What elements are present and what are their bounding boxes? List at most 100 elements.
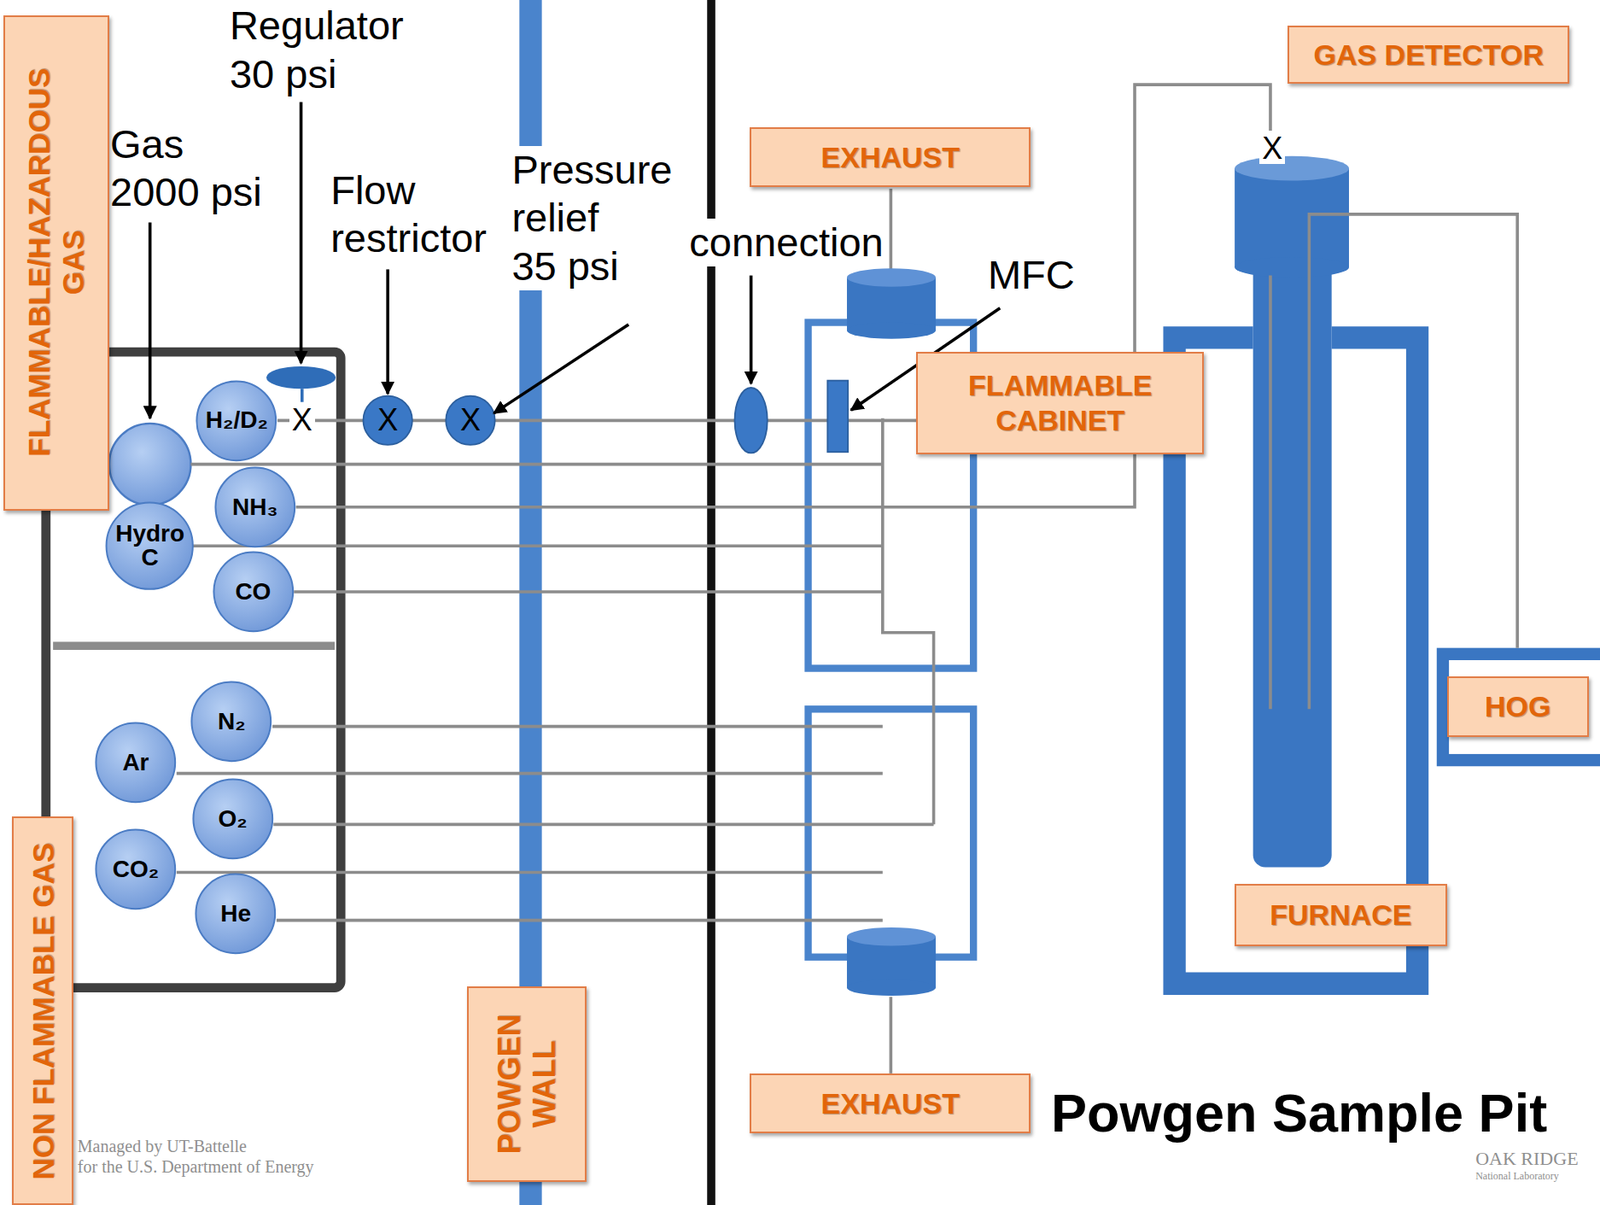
- cylinder-outline: [197, 380, 277, 461]
- component-name: EXHAUST: [821, 1086, 960, 1122]
- gas-cylinder: H₂/D₂: [195, 379, 278, 462]
- gas-cylinder: N₂: [190, 680, 273, 763]
- title-holder: Powgen Sample Pit: [1051, 1081, 1548, 1144]
- leader-arrow: [493, 324, 629, 414]
- gas-cylinder: [109, 423, 192, 506]
- cylinder-outline: [213, 552, 293, 632]
- component-name: GAS DETECTOR: [1313, 37, 1544, 73]
- callout-label-holder: Regulator 30 psi: [229, 1, 404, 99]
- exhaust-drum: [846, 322, 936, 339]
- leader-arrow: [749, 275, 754, 385]
- exhaust-duct: [889, 188, 894, 269]
- valve-mark: X: [374, 404, 401, 436]
- callout-label: Flow restrictor: [330, 166, 487, 263]
- sample-stick-head: [1234, 168, 1349, 268]
- leader-arrow: [299, 101, 304, 363]
- connection-symbol: [735, 387, 768, 453]
- component-label: HOG: [1447, 676, 1589, 737]
- zone-band: NON FLAMMABLE GAS: [11, 816, 74, 1205]
- cylinder-outline: [196, 873, 276, 953]
- gas-cylinder: O₂: [192, 777, 275, 860]
- component-name: EXHAUST: [821, 140, 960, 176]
- logo-text: National Laboratory: [1475, 1170, 1560, 1182]
- callout-label: Pressure relief 35 psi: [508, 145, 675, 291]
- component-label: EXHAUST: [749, 127, 1031, 187]
- gas-line: [1268, 275, 1273, 710]
- flow-restrictor-symbol: [362, 396, 412, 445]
- component-label: FLAMMABLE CABINET: [916, 351, 1204, 455]
- callout-label: connection: [686, 218, 886, 267]
- gas-name: N₂: [217, 709, 246, 734]
- callout-label-holder: Gas 2000 psi: [110, 120, 263, 217]
- cylinder-outline: [106, 502, 193, 590]
- gas-line: [276, 918, 883, 923]
- gas-name: H₂/D₂: [205, 408, 269, 433]
- gas-name: Hydro C: [115, 521, 185, 570]
- cylinder-outline: [96, 722, 176, 802]
- valve-mark-holder: X: [1259, 133, 1285, 164]
- gas-cylinder: Hydro C: [105, 501, 194, 590]
- callout-label-holder: MFC: [987, 251, 1075, 299]
- component-label: GAS DETECTOR: [1287, 25, 1570, 84]
- logo-text-holder: OAK RIDGE: [1475, 1148, 1578, 1169]
- regulator-stem: [300, 388, 304, 403]
- gas-line: [293, 589, 883, 594]
- watermark-holder: Managed by UT-Battelle for the U.S. Depa…: [77, 1135, 315, 1177]
- exhaust-drum: [846, 979, 936, 996]
- sample-stick-head: [1234, 256, 1349, 278]
- gas-cylinder: Ar: [94, 721, 177, 804]
- regulator-symbol: [266, 366, 336, 389]
- gas-line: [190, 543, 882, 548]
- cylinder-outline: [192, 682, 272, 762]
- leader-arrow: [148, 221, 152, 418]
- callout-label: Regulator 30 psi: [229, 1, 404, 99]
- cylinder-outline: [215, 467, 295, 548]
- cylinder-outline: [96, 829, 176, 910]
- callout-label-holder: connection: [686, 218, 886, 267]
- valve-mark: X: [289, 404, 316, 436]
- callout-label: Gas 2000 psi: [110, 120, 263, 217]
- gas-cylinder: He: [194, 872, 277, 955]
- callout-label-holder: Pressure relief 35 psi: [508, 145, 675, 291]
- cylinder-outline: [192, 778, 273, 859]
- watermark: Managed by UT-Battelle for the U.S. Depa…: [77, 1135, 315, 1177]
- hog-line: [1308, 214, 1518, 709]
- gas-name: CO: [234, 579, 271, 604]
- gas-cylinder: CO₂: [94, 828, 177, 911]
- gas-name: Ar: [122, 750, 149, 775]
- callout-label-holder: Flow restrictor: [330, 166, 487, 263]
- gas-line: [273, 823, 934, 827]
- gas-name: He: [220, 901, 252, 926]
- component-name: NON FLAMMABLE GAS: [25, 823, 60, 1198]
- mfc-symbol: [827, 380, 848, 453]
- component-name: FURNACE: [1269, 897, 1412, 933]
- valve-mark-holder: X: [289, 404, 316, 436]
- gas-name: O₂: [217, 806, 247, 831]
- wall-label: POWGEN WALL: [467, 986, 587, 1182]
- gas-name: CO₂: [112, 857, 159, 882]
- exhaust-duct: [889, 996, 894, 1074]
- pressure-relief-symbol: [445, 396, 495, 445]
- valve-mark-holder: X: [457, 404, 484, 436]
- gas-line: [296, 84, 1271, 508]
- callout-label: MFC: [987, 251, 1075, 299]
- component-label: EXHAUST: [749, 1073, 1031, 1133]
- logo-text: OAK RIDGE: [1475, 1148, 1578, 1169]
- component-name: FLAMMABLE CABINET: [968, 367, 1152, 438]
- leader-arrow: [385, 268, 390, 394]
- exhaust-drum: [846, 927, 936, 946]
- valve-mark: X: [1259, 133, 1285, 164]
- exhaust-drum: [846, 268, 936, 287]
- component-name: FLAMMABLE/HAZARDOUS GAS: [21, 22, 91, 504]
- valve-mark-holder: X: [374, 404, 401, 436]
- component-name: HOG: [1484, 689, 1551, 725]
- logo-text-holder: National Laboratory: [1475, 1170, 1560, 1182]
- pit-boundary: [706, 0, 716, 1205]
- cabinet-divider: [52, 641, 335, 650]
- sample-stick: [1253, 255, 1332, 868]
- gas-line: [176, 771, 883, 776]
- sample-stick-head: [1234, 156, 1349, 182]
- gas-cylinder: CO: [212, 550, 295, 633]
- gas-cylinder: NH₃: [214, 466, 297, 549]
- diagram-title: Powgen Sample Pit: [1051, 1081, 1548, 1144]
